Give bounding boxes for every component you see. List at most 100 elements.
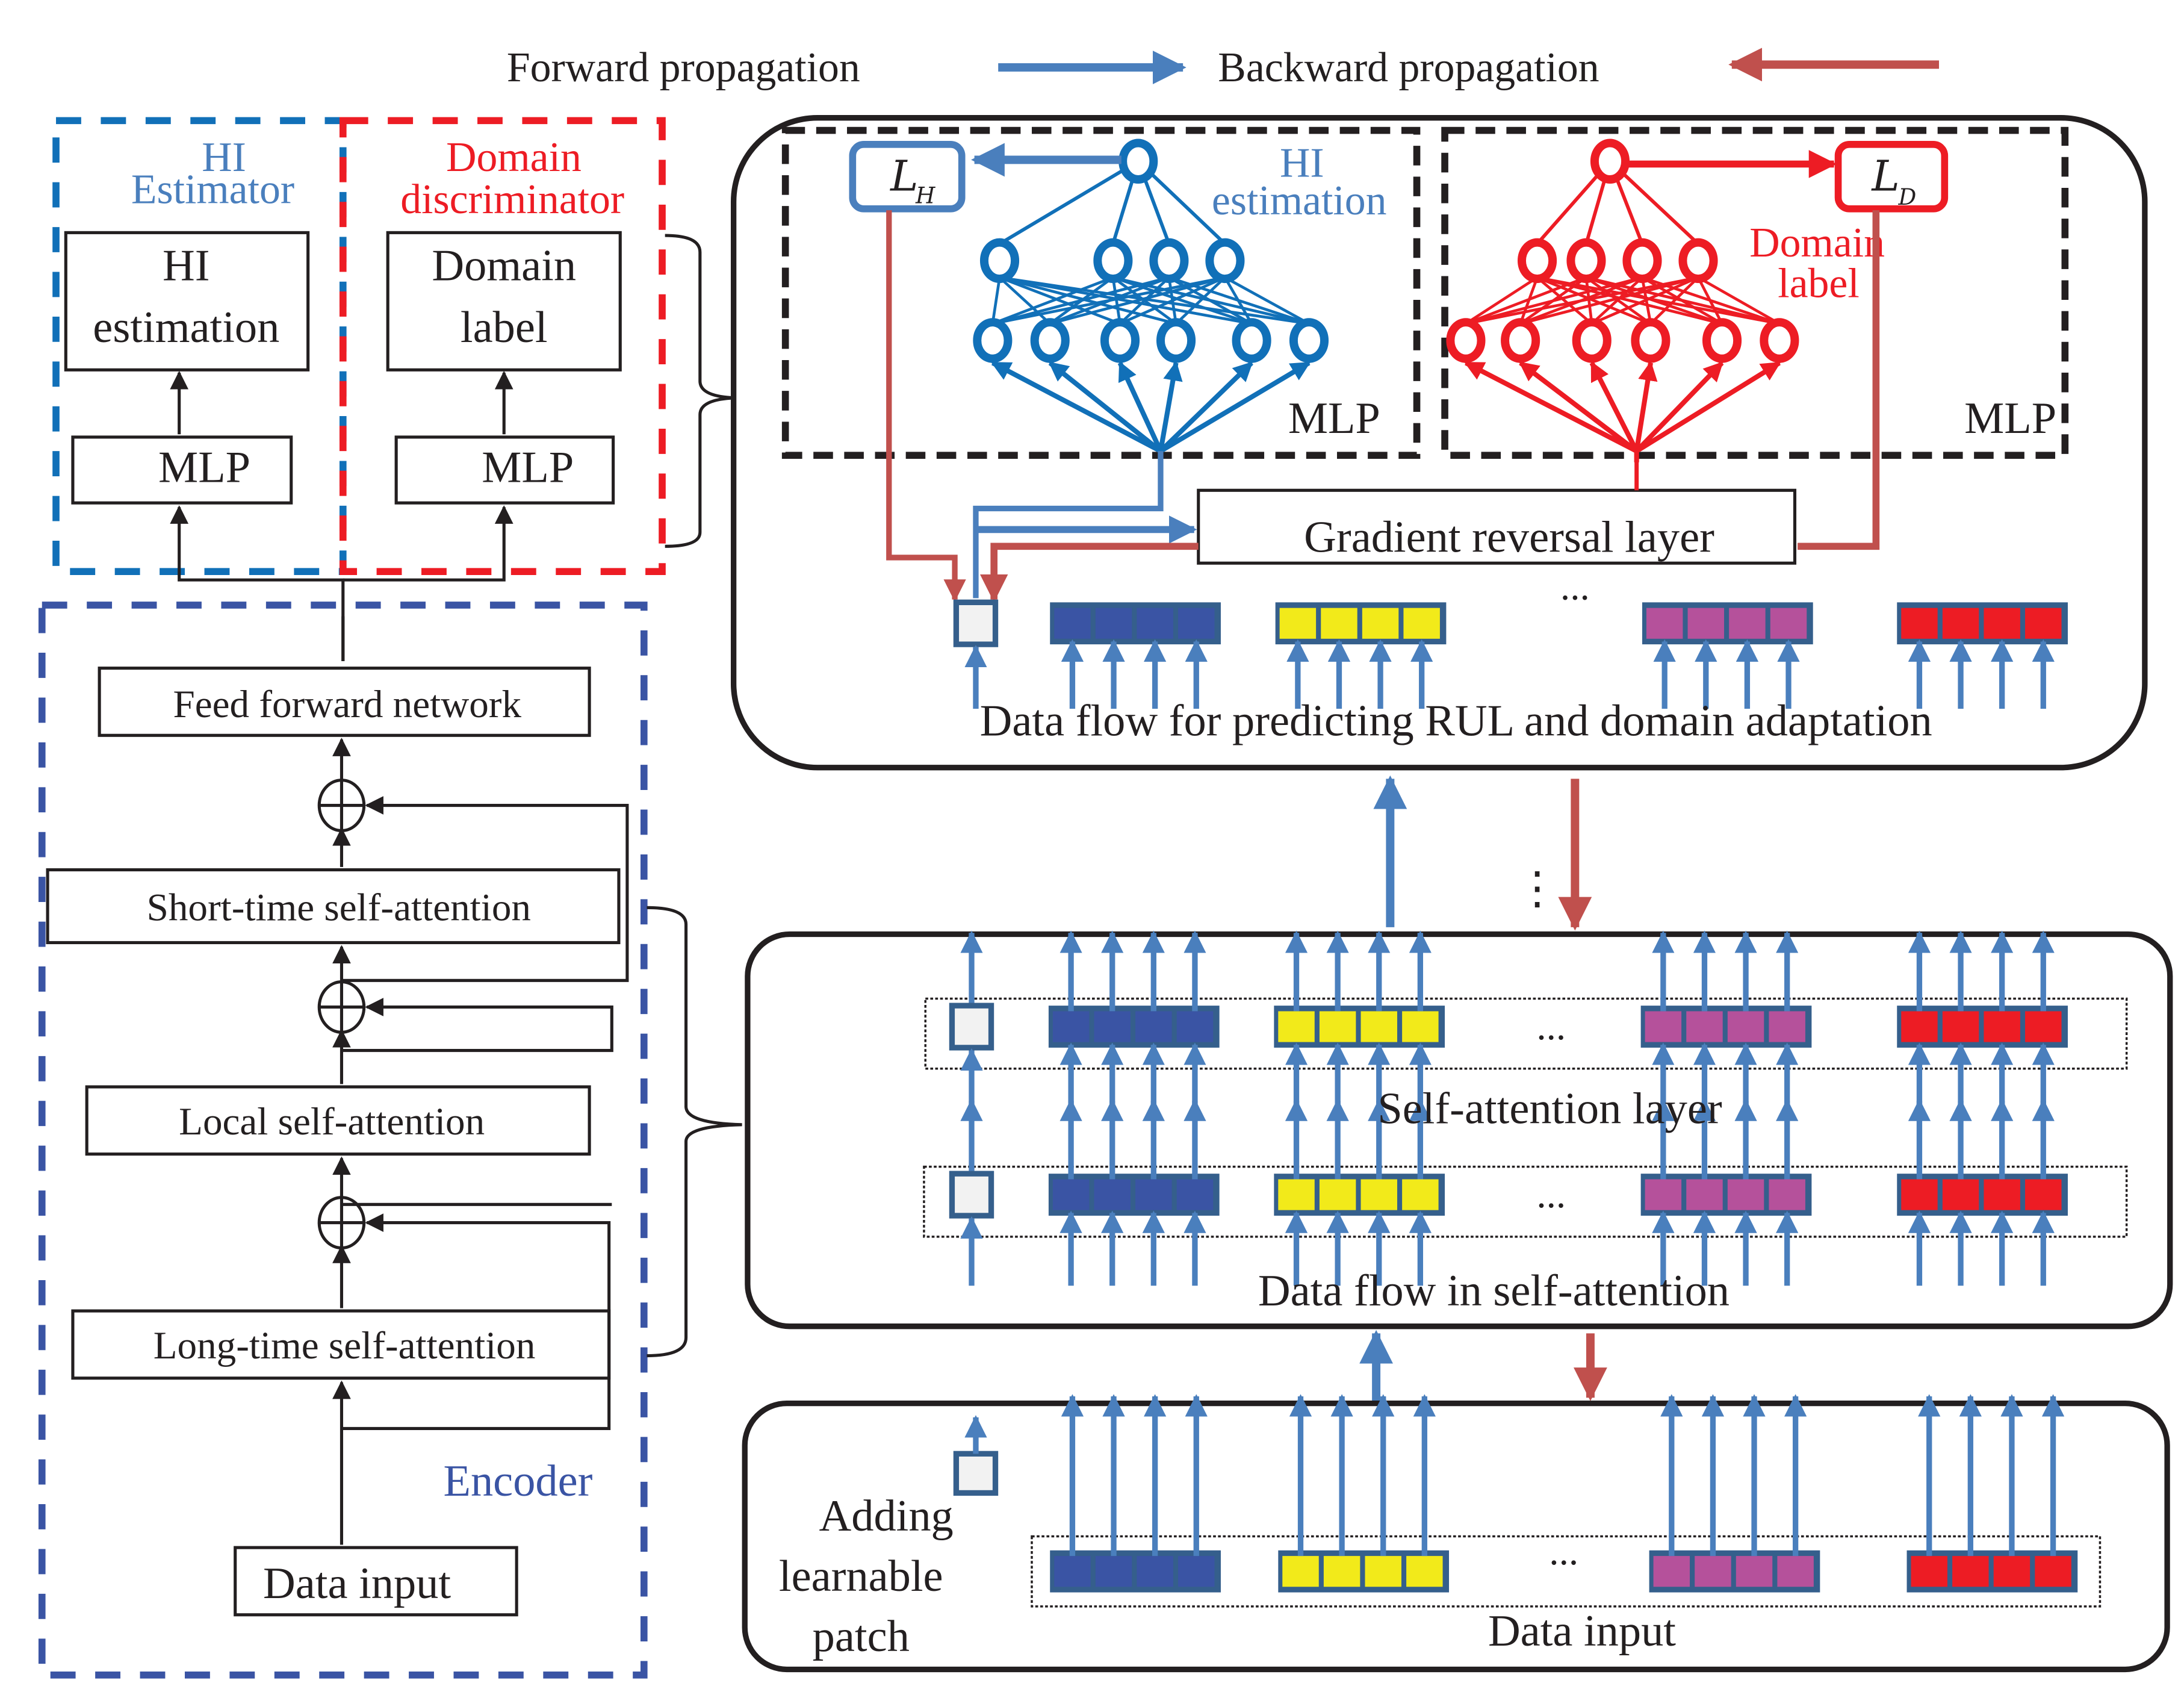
domain-mlp-box [394, 435, 615, 505]
sa-row-dashed-box [924, 997, 2128, 1070]
patch-cell [1942, 608, 1979, 639]
residual-arrow [341, 1213, 611, 1431]
top-panel-caption: Data flow for predicting RUL and domain … [980, 696, 1932, 745]
patch-cell [1736, 1556, 1773, 1587]
patch-cell [1278, 1179, 1315, 1210]
mlp-node [979, 238, 1020, 284]
patch-cell [1770, 608, 1807, 639]
learnable-patch [953, 1451, 999, 1496]
patch-cell [1094, 1011, 1131, 1042]
input-panel: ... Adding learnable patch Data input [742, 1394, 2170, 1673]
patch-cell [1901, 608, 1938, 639]
learnable-patch-label-2: learnable [779, 1552, 943, 1601]
mlp-node [1093, 238, 1133, 284]
hi-mlp-network [971, 138, 1329, 462]
backward-arrow-lh [886, 210, 966, 602]
patch-cell [1319, 1011, 1356, 1042]
mlp-node [1289, 318, 1329, 363]
patch-cell [1365, 1556, 1401, 1587]
patch-group-blue [1048, 1098, 1220, 1286]
loss-h-subscript: H [915, 182, 936, 209]
patch-group-yellow [1274, 1098, 1445, 1286]
legend-forward-label: Forward propagation [507, 45, 860, 91]
patch-cell [1727, 1011, 1764, 1042]
patch-cell [1135, 1011, 1172, 1042]
hi-estimation-caption: HI [1280, 140, 1324, 186]
patch-cell [1137, 1556, 1173, 1587]
encoder-to-domain-arrow [343, 505, 513, 582]
hi-mlp-caption: MLP [1288, 394, 1380, 443]
patch-cell [1686, 1179, 1723, 1210]
input-panel-caption: Data input [1488, 1606, 1676, 1656]
patch-cell [1279, 608, 1317, 639]
encoder-title: Encoder [444, 1457, 593, 1506]
patch-cell [1321, 608, 1357, 639]
patch-cell [1993, 1556, 2030, 1587]
patch-group-blue [1050, 602, 1221, 709]
learnable-patch [949, 1171, 994, 1219]
sa-panel-caption: Data flow in self-attention [1258, 1266, 1730, 1316]
top-panel: L H L D HI estimation Domain label MLP M… [730, 115, 2148, 771]
mlp-node [1760, 318, 1799, 363]
local-sa-label: Local self-attention [179, 1100, 485, 1143]
hi-mlp-dashed-box [781, 126, 1421, 459]
input-row-dashed-box [1031, 1535, 2102, 1608]
patch-cell [1282, 1556, 1319, 1587]
mlp-node [1631, 318, 1671, 363]
mlp-node [1566, 238, 1606, 284]
hi-estimator-title: HI [202, 134, 246, 181]
hi-estimation-box [64, 231, 310, 372]
ellipsis: ... [1560, 565, 1590, 609]
vertical-ellipsis: ⋮ [1515, 864, 1559, 913]
ellipsis: ... [1549, 1530, 1578, 1573]
legend-backward-label: Backward propagation [1218, 45, 1599, 91]
patch-cell [2025, 1179, 2062, 1210]
long-time-sa-box [71, 1309, 611, 1380]
patch-group-red [1897, 930, 2068, 1118]
mlp-node [1156, 318, 1196, 363]
mlp-node [1501, 318, 1540, 363]
patch-cell [2025, 1011, 2062, 1042]
patch-cell [1052, 1179, 1090, 1210]
domain-disc-title: Domain [446, 134, 582, 181]
patch-group-yellow [1275, 602, 1447, 709]
domain-mlp-network [1446, 138, 1837, 462]
patch-cell [1176, 1179, 1214, 1210]
ellipsis: ... [1536, 1173, 1566, 1216]
hi-estimator-group: HI Estimator HI estimation MLP [52, 117, 347, 575]
top-panel-border [730, 115, 2148, 771]
patch-group-magenta [1649, 1394, 1820, 1593]
encoder-border [38, 602, 648, 1679]
patch-cell [1094, 1179, 1131, 1210]
ffn-label: Feed forward network [173, 683, 521, 726]
domain-label-box [386, 231, 622, 372]
patch-cell [1942, 1179, 1979, 1210]
loss-d-subscript: D [1898, 184, 1917, 210]
hi-estimation-label-2: estimation [93, 303, 279, 352]
patch-group-magenta [1640, 930, 1812, 1118]
patch-cell [2025, 608, 2062, 639]
patch-cell [1952, 1556, 1989, 1587]
patch-cell [1984, 1179, 2020, 1210]
grl-label: Gradient reversal layer [1304, 513, 1714, 562]
domain-label-caption-2: label [1778, 260, 1860, 306]
patch-cell [1360, 1179, 1397, 1210]
domain-mlp-label: MLP [482, 443, 574, 492]
token-row-top [953, 599, 2068, 709]
backward-arrow-grl [979, 543, 1199, 603]
residual-arrow [341, 998, 613, 1053]
patch-cell [1646, 608, 1683, 639]
patch-cell [1054, 608, 1091, 639]
patch-cell [1984, 608, 2020, 639]
backward-arrow-ld [1798, 210, 1880, 550]
patch-cell [1095, 608, 1132, 639]
residual-arrow [341, 796, 629, 982]
mlp-node [1572, 318, 1612, 363]
mlp-node [1100, 318, 1140, 363]
patch-cell [1901, 1011, 1938, 1042]
patch-group-yellow [1278, 1394, 1450, 1593]
mlp-node [973, 318, 1013, 363]
patch-group-red [1897, 1098, 2068, 1286]
brace-icon [665, 234, 736, 548]
